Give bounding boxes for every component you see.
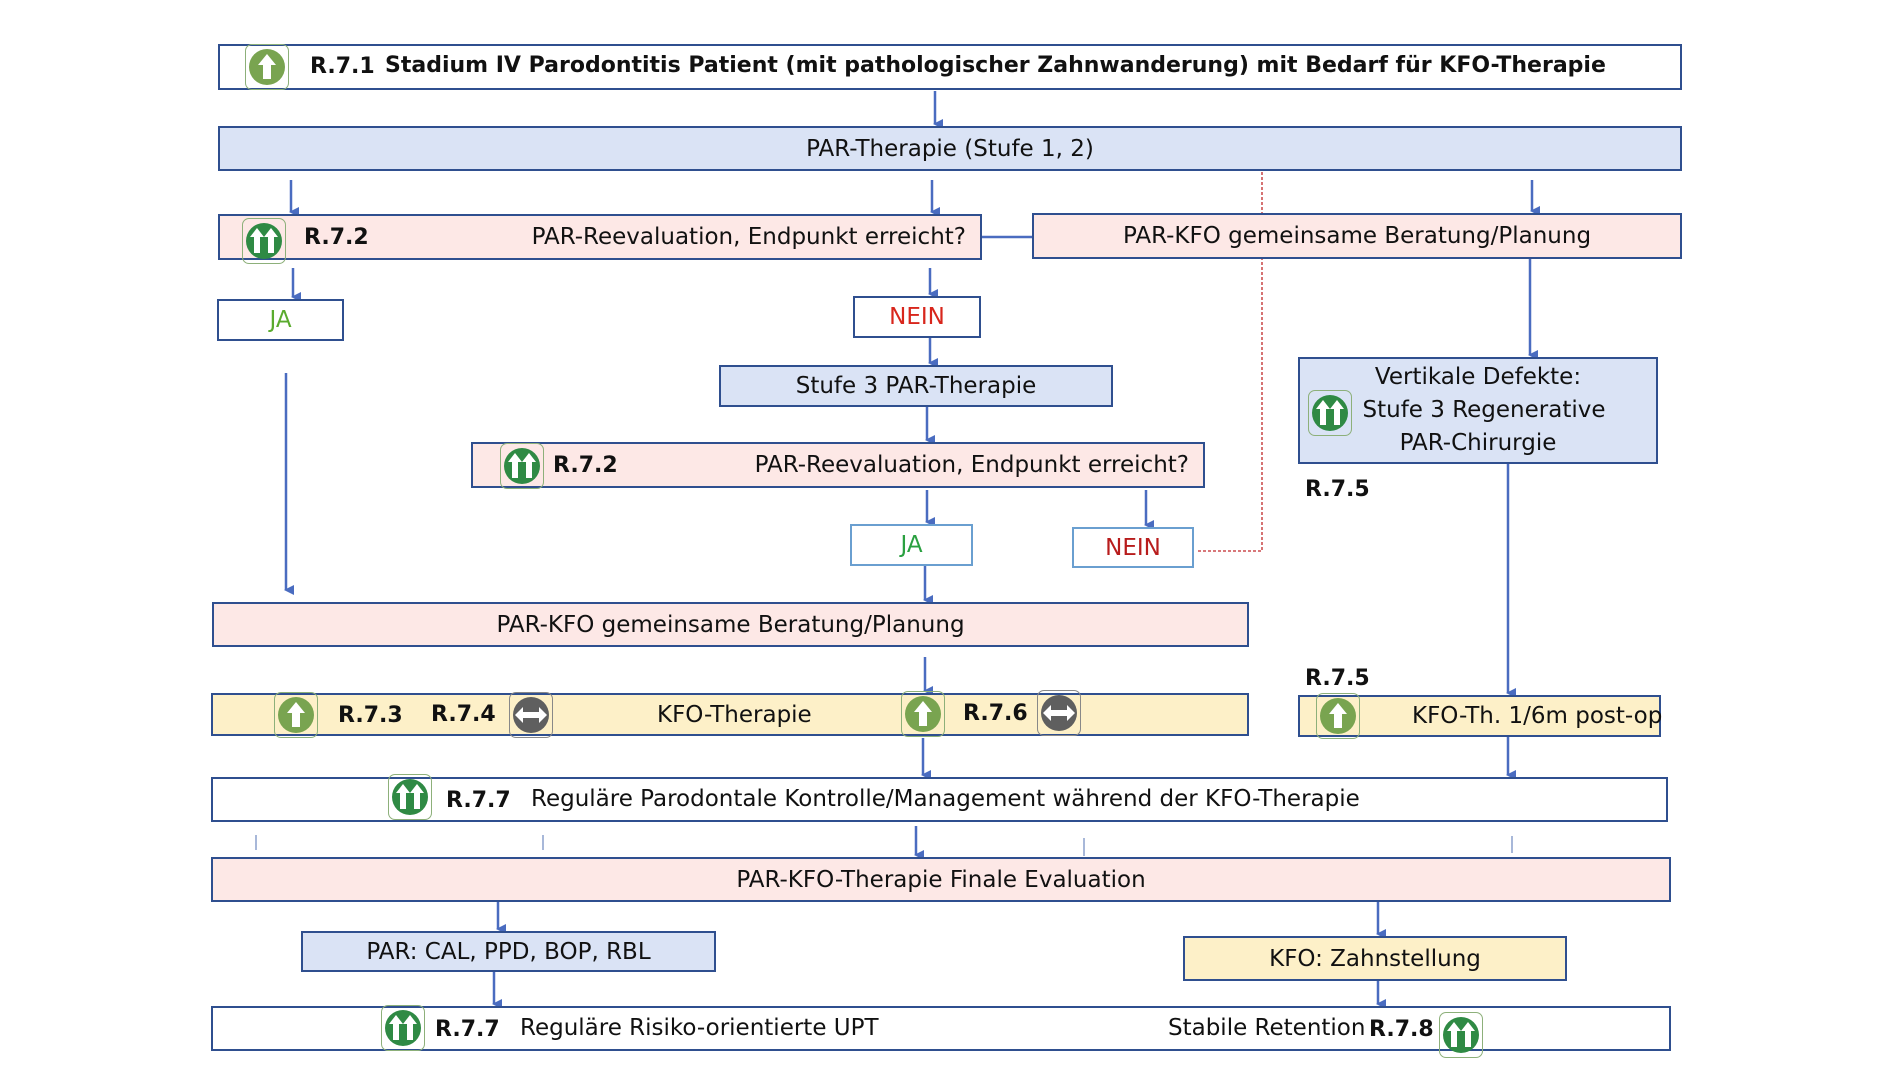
double-up-arrow-icon	[381, 1005, 425, 1051]
double-up-arrow-icon	[388, 774, 432, 820]
par-therapie-label: PAR-Therapie (Stufe 1, 2)	[806, 135, 1094, 162]
beratung2-label: PAR-KFO gemeinsame Beratung/Planung	[496, 611, 965, 638]
final-eval-label: PAR-KFO-Therapie Finale Evaluation	[736, 866, 1146, 893]
vertikal-line2: Stufe 3 Regenerative	[1362, 397, 1606, 423]
par-therapie-box: PAR-Therapie (Stufe 1, 2)	[218, 126, 1682, 171]
kfo-postop-label: KFO-Th. 1/6m post-op	[1412, 703, 1663, 729]
ja2-label: JA	[900, 532, 923, 558]
double-up-arrow-icon	[500, 443, 544, 489]
single-up-arrow-icon	[245, 44, 289, 90]
recommendation-code: R.7.8	[1369, 1017, 1434, 1042]
double-up-arrow-icon	[242, 218, 286, 264]
vertikal-box: Vertikale Defekte: Stufe 3 Regenerative …	[1298, 357, 1658, 464]
recommendation-code: R.7.1	[310, 54, 375, 79]
stufe3-label: Stufe 3 PAR-Therapie	[795, 373, 1037, 399]
recommendation-code: R.7.4	[431, 702, 496, 727]
double-up-arrow-icon	[1439, 1012, 1483, 1058]
recommendation-code: R.7.7	[435, 1017, 500, 1042]
single-up-arrow-icon	[274, 692, 318, 738]
par-params-label: PAR: CAL, PPD, BOP, RBL	[366, 938, 651, 965]
nein2-box: NEIN	[1072, 527, 1194, 568]
kfo-postop-box: KFO-Th. 1/6m post-op	[1298, 695, 1663, 737]
recommendation-code: R.7.7	[446, 788, 511, 813]
beratung1-box: PAR-KFO gemeinsame Beratung/Planung	[1032, 213, 1682, 259]
recommendation-code: R.7.5	[1305, 477, 1370, 502]
double-up-arrow-icon	[1308, 390, 1352, 436]
reeval1-box: R.7.2 PAR-Reevaluation, Endpunkt erreich…	[218, 214, 982, 260]
nein1-label: NEIN	[889, 304, 945, 330]
kfo-therapie-label: KFO-Therapie	[657, 702, 812, 728]
single-up-arrow-icon	[901, 691, 945, 737]
vertikal-line3: PAR-Chirurgie	[1399, 430, 1557, 456]
kfo-zahn-box: KFO: Zahnstellung	[1183, 936, 1567, 981]
ja1-label: JA	[269, 307, 292, 333]
upt-retention-box: R.7.7 Reguläre Risiko-orientierte UPT St…	[211, 1006, 1671, 1051]
recommendation-code: R.7.6	[963, 701, 1028, 726]
left-right-arrow-icon	[1037, 690, 1081, 736]
kfo-therapie-box: R.7.3 R.7.4 KFO-Therapie R.7.6	[211, 693, 1249, 736]
reeval1-label: PAR-Reevaluation, Endpunkt erreicht?	[531, 224, 966, 250]
kontrolle-box: R.7.7 Reguläre Parodontale Kontrolle/Man…	[211, 777, 1668, 822]
stufe3-box: Stufe 3 PAR-Therapie	[719, 365, 1113, 407]
ja2-box: JA	[850, 524, 973, 566]
vertikal-line1: Vertikale Defekte:	[1374, 364, 1582, 390]
ja1-box: JA	[217, 299, 344, 341]
recommendation-code: R.7.3	[338, 703, 403, 728]
par-params-box: PAR: CAL, PPD, BOP, RBL	[301, 931, 716, 972]
beratung2-box: PAR-KFO gemeinsame Beratung/Planung	[212, 602, 1249, 647]
left-right-arrow-icon	[509, 692, 553, 738]
recommendation-code: R.7.5	[1305, 666, 1370, 691]
kontrolle-label: Reguläre Parodontale Kontrolle/Managemen…	[531, 786, 1360, 812]
recommendation-code: R.7.2	[304, 225, 369, 250]
start-box: R.7.1 Stadium IV Parodontitis Patient (m…	[218, 44, 1682, 90]
recommendation-code: R.7.2	[553, 453, 618, 478]
upt-label: Reguläre Risiko-orientierte UPT	[520, 1015, 879, 1041]
start-label: Stadium IV Parodontitis Patient (mit pat…	[385, 53, 1606, 78]
reeval2-box: R.7.2 PAR-Reevaluation, Endpunkt erreich…	[471, 442, 1205, 488]
kfo-zahn-label: KFO: Zahnstellung	[1269, 945, 1481, 972]
dotted-feedback-line	[1198, 153, 1263, 552]
nein2-label: NEIN	[1105, 534, 1161, 561]
reeval2-label: PAR-Reevaluation, Endpunkt erreicht?	[754, 452, 1189, 478]
nein1-box: NEIN	[853, 296, 981, 338]
final-eval-box: PAR-KFO-Therapie Finale Evaluation	[211, 857, 1671, 902]
retention-label: Stabile Retention	[1168, 1015, 1366, 1041]
single-up-arrow-icon	[1316, 693, 1360, 739]
beratung1-label: PAR-KFO gemeinsame Beratung/Planung	[1122, 223, 1592, 249]
